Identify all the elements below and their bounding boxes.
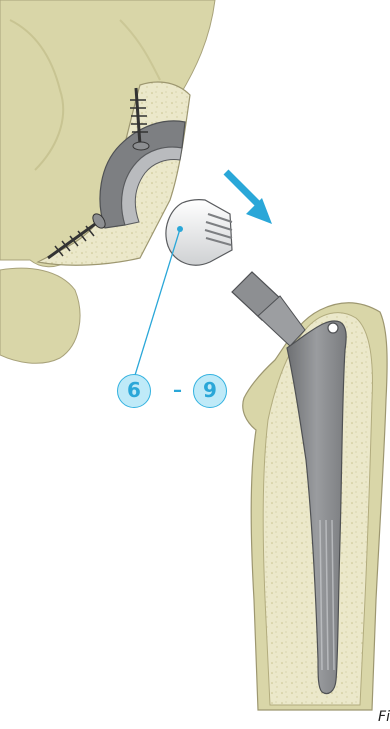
figure-caption: Fi bbox=[378, 709, 390, 725]
insertion-arrow-icon bbox=[226, 172, 272, 224]
callout-range-separator: – bbox=[173, 381, 182, 401]
callout-end-badge: 9 bbox=[193, 374, 227, 408]
femoral-head bbox=[166, 200, 232, 266]
callout-start-badge: 6 bbox=[117, 374, 151, 408]
